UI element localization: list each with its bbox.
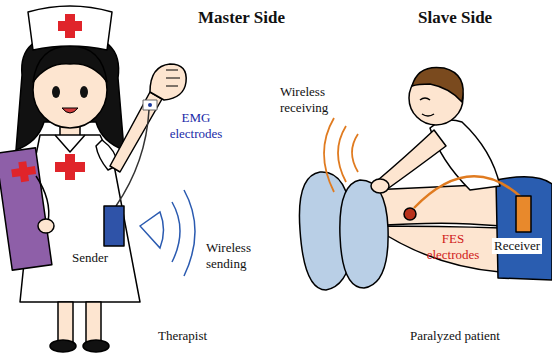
wireless-label: Wireless sending xyxy=(206,240,268,271)
side-heading: Slave Side xyxy=(418,8,492,28)
device-label: Sender xyxy=(72,250,108,266)
electrode-label: EMG electrodes xyxy=(164,110,228,141)
patient-figure xyxy=(299,67,552,290)
electrode-label: FES electrodes xyxy=(422,231,484,262)
device-label: Receiver xyxy=(492,238,542,254)
role-label: Paralyzed patient xyxy=(410,328,500,344)
wireless-receive-waves xyxy=(324,118,358,192)
wireless-send-waves xyxy=(140,190,195,276)
therapist-figure xyxy=(0,6,186,352)
role-label: Therapist xyxy=(158,328,207,344)
wireless-label: Wireless receiving xyxy=(280,84,342,115)
side-heading: Master Side xyxy=(198,8,285,28)
